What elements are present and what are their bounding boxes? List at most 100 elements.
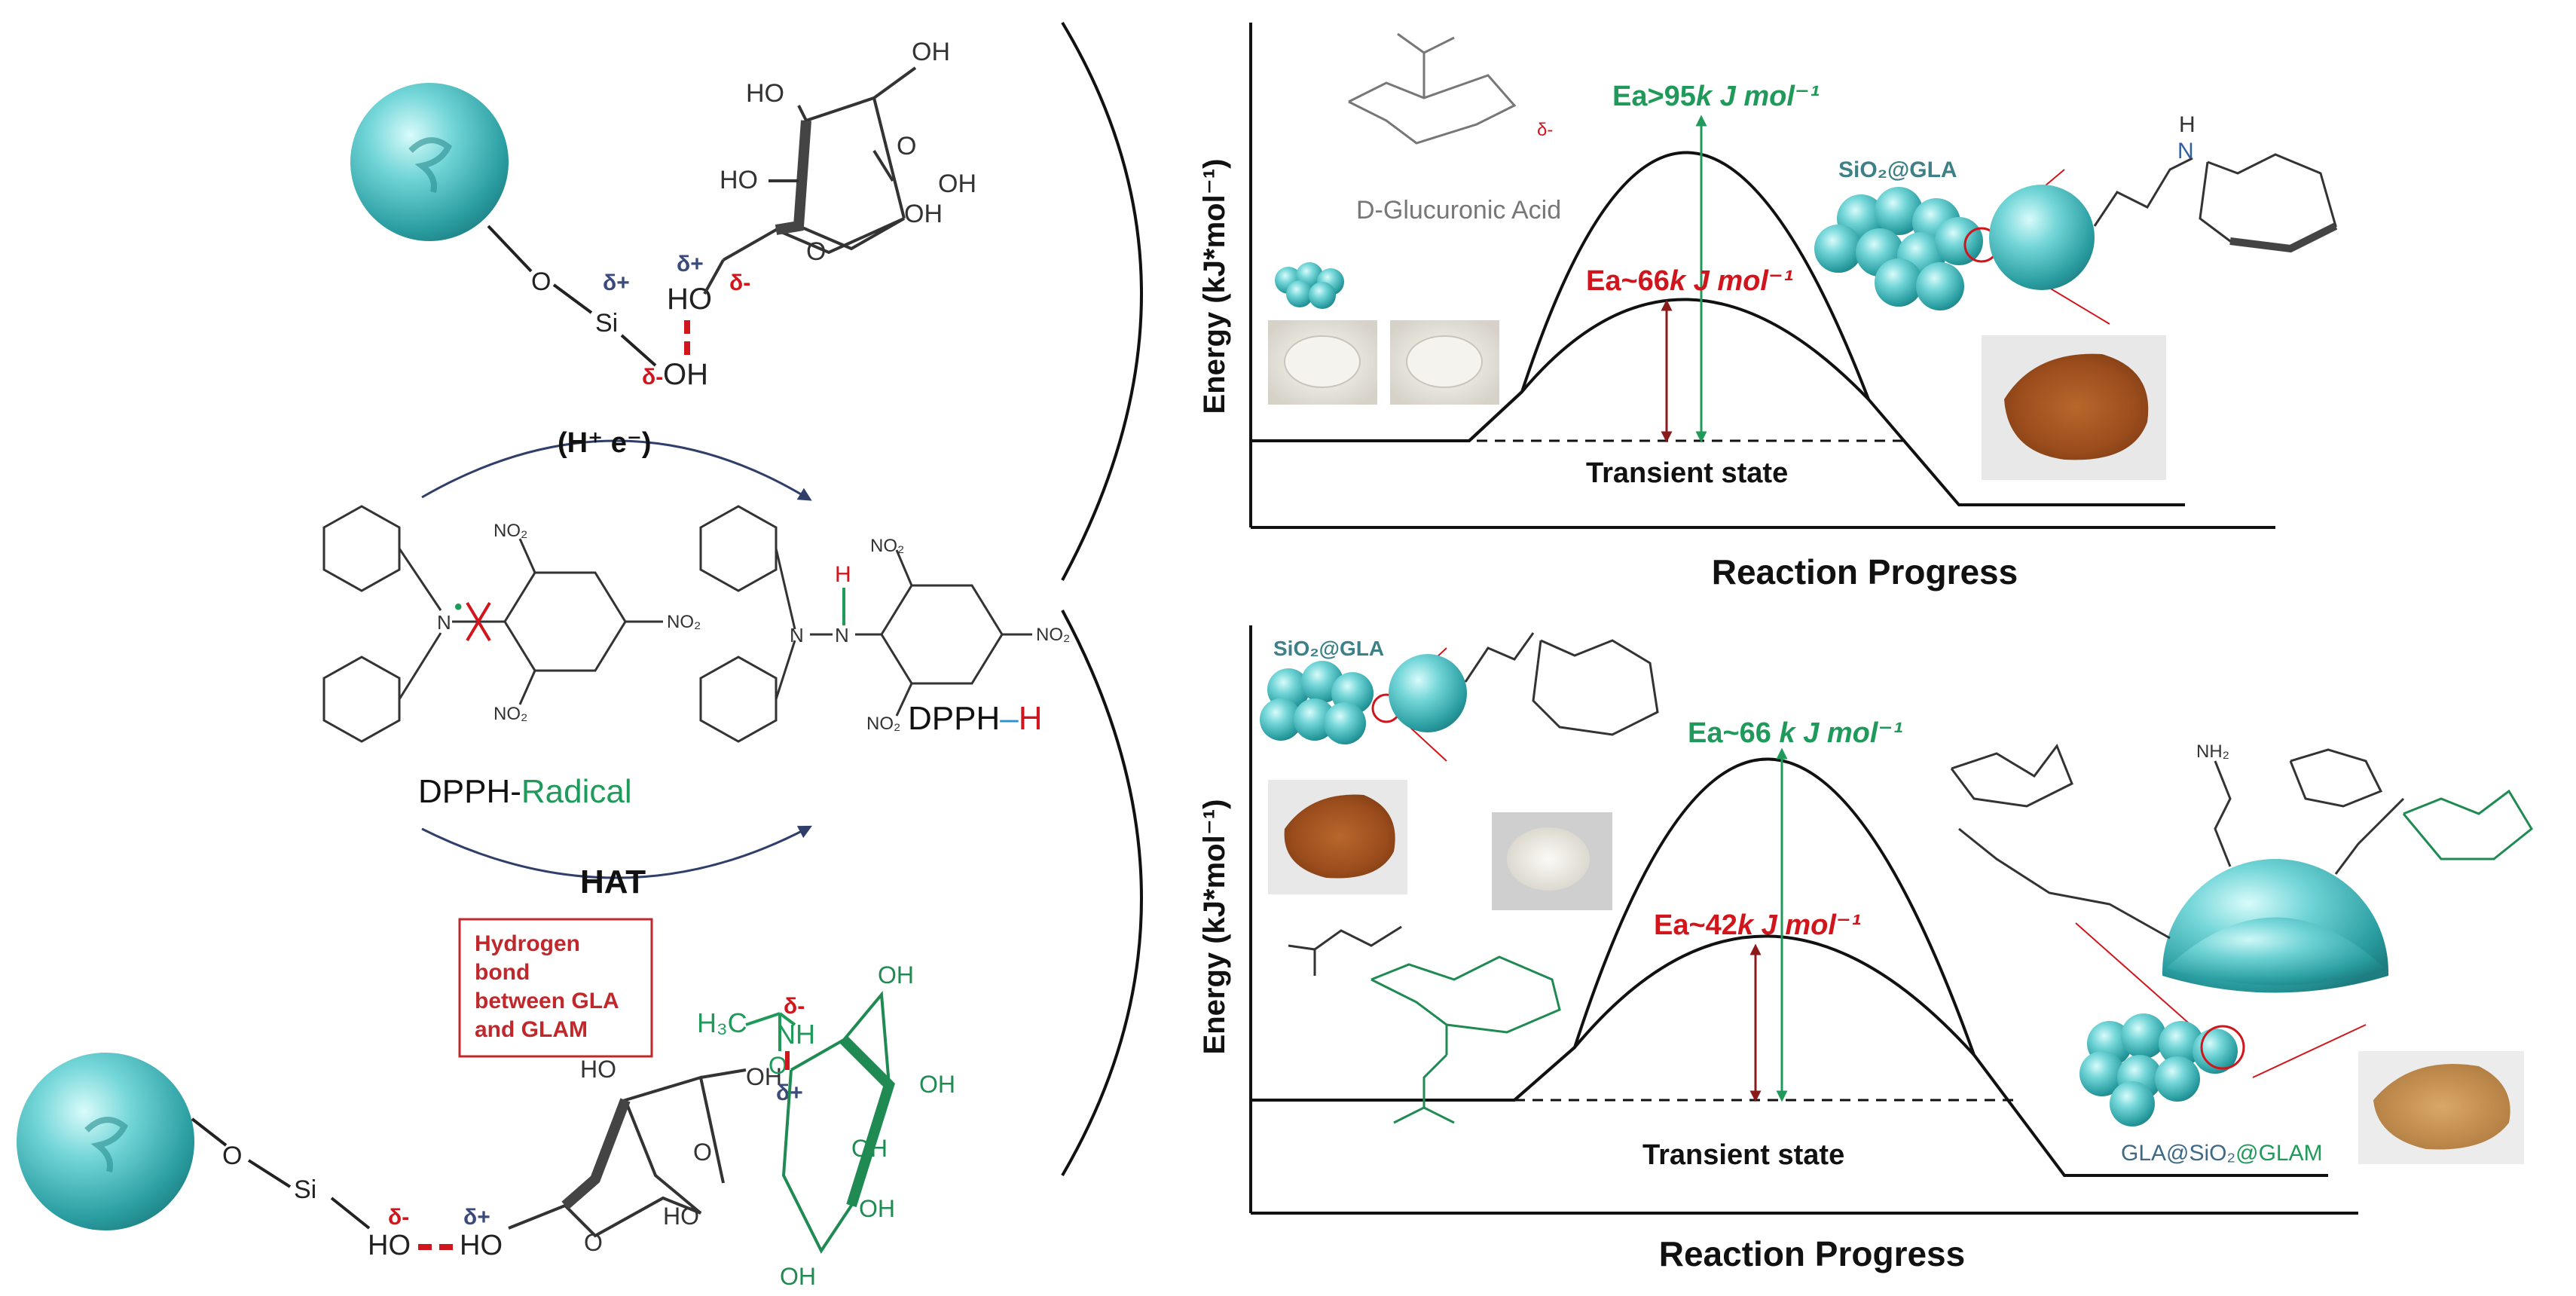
linker-chain xyxy=(1464,632,1535,683)
curve-high xyxy=(1251,757,2328,1177)
bond xyxy=(872,66,917,99)
radical-n-label: N xyxy=(437,611,451,634)
acetyl-o-label: O xyxy=(769,1052,787,1079)
gla-ring xyxy=(508,1075,725,1238)
product-h-label: H xyxy=(835,562,851,587)
hbond-box-line: Hydrogen xyxy=(475,931,580,956)
glam-ring-bold xyxy=(840,1036,895,1208)
nanoparticle-cluster xyxy=(1814,187,1983,310)
cooh-oh-label: HO xyxy=(663,1203,699,1230)
top-arrow-label: (H⁺ e⁻) xyxy=(558,427,652,459)
linker-n: N xyxy=(2177,139,2194,164)
ho-hbond-label: HO xyxy=(667,283,712,316)
nh-delta-minus: δ- xyxy=(784,994,805,1019)
zoom-line xyxy=(2075,922,2208,1041)
bond xyxy=(700,1068,747,1079)
ring-o-label: O xyxy=(584,1229,603,1256)
si-oh-label: OH xyxy=(663,358,708,391)
linker-chain xyxy=(2093,157,2193,227)
photo-tan-pile xyxy=(2373,1064,2510,1150)
bond xyxy=(247,1159,292,1188)
product-n2-label: N xyxy=(835,624,849,646)
bond xyxy=(620,334,657,367)
zoom-sphere xyxy=(1389,654,1467,732)
composite-bottom-label: GLA@SiO₂@GLAM xyxy=(2121,1141,2323,1166)
delta-plus-ho: δ+ xyxy=(677,252,704,277)
bond xyxy=(778,1012,796,1026)
ring-bold-edge xyxy=(561,1098,631,1210)
glam-oh: OH xyxy=(919,1071,955,1098)
energy-chart-bottom: Energy (kJ*mol⁻¹) Reaction Progress Ea~6… xyxy=(1198,625,2533,1273)
cooh-o-label: O xyxy=(897,132,916,160)
amine-label: NH₂ xyxy=(2196,741,2229,762)
ho-minus-label: HO xyxy=(368,1230,411,1261)
no2-label: NO₂ xyxy=(1036,625,1070,645)
ho-top-label: HO xyxy=(580,1056,616,1083)
delta-label: δ- xyxy=(1537,120,1553,140)
bond xyxy=(330,1197,371,1230)
hbond-box-line: between GLA xyxy=(475,989,619,1013)
bond xyxy=(872,149,894,182)
oh-top-label: OH xyxy=(912,38,950,66)
left-panel: O Si δ+ OH δ- HO δ+ δ- O HO HO OH O OH xyxy=(17,21,1143,1290)
small-cluster xyxy=(1275,262,1344,309)
photo-powder-pile xyxy=(1507,827,1590,891)
x-axis-label: Reaction Progress xyxy=(1659,1234,1965,1273)
y-axis-label: Energy (kJ*mol⁻¹) xyxy=(1198,799,1231,1055)
si-label: Si xyxy=(595,309,618,338)
delta-plus-label: δ+ xyxy=(463,1205,490,1230)
glam-ring-right xyxy=(2402,789,2533,860)
amine-chain xyxy=(2214,760,2232,867)
glam-linker-right xyxy=(2334,797,2405,875)
product-n1-label: N xyxy=(790,624,804,646)
ho-plus-label: HO xyxy=(460,1230,503,1261)
transient-state-label: Transient state xyxy=(1642,1139,1844,1171)
acetyl-label: H₃C xyxy=(697,1007,747,1038)
top-gla-structure: O Si δ+ OH δ- HO δ+ δ- O HO HO OH O OH xyxy=(350,38,976,391)
energy-chart-top: Energy (kJ*mol⁻¹) Reaction Progress Ea>9… xyxy=(1198,23,2338,591)
bond xyxy=(745,1012,781,1026)
bond xyxy=(797,105,808,121)
bond xyxy=(552,283,593,314)
delta-minus-label: δ- xyxy=(388,1205,409,1230)
ring-o-label: O xyxy=(806,237,826,266)
cooh-oh-label: OH xyxy=(904,200,943,228)
zoom-sphere xyxy=(1989,185,2095,290)
glam-molecule xyxy=(1371,955,1561,1124)
oh-ring-label: OH xyxy=(746,1063,782,1090)
radical-dot: • xyxy=(454,595,463,619)
sphere-swirl xyxy=(408,137,453,193)
nanoparticle-cluster xyxy=(1260,661,1374,744)
o-link-label: O xyxy=(531,267,551,296)
gla-linker-left xyxy=(1958,827,2171,940)
hat-label: HAT xyxy=(580,863,646,900)
x-axis-label: Reaction Progress xyxy=(1712,552,2018,591)
top-arc-arrow xyxy=(421,439,812,501)
dpph-h-label: DPPH–H xyxy=(908,700,1043,737)
separator-arc-bottom xyxy=(1061,610,1143,1177)
zoom-circle xyxy=(2200,1025,2245,1070)
delta-minus-oh: δ- xyxy=(642,365,663,390)
glam-oh: OH xyxy=(780,1263,816,1290)
composite-label: SiO₂@GLA xyxy=(1838,157,1957,182)
si-label: Si xyxy=(294,1175,316,1204)
no2-label: NO₂ xyxy=(870,536,904,556)
bond xyxy=(487,225,533,273)
bottom-arc-arrow xyxy=(421,825,812,879)
curve-high xyxy=(1251,151,2185,506)
ho-label-2: HO xyxy=(720,166,758,194)
glam-oh: OH xyxy=(851,1135,888,1162)
dpph-h-structure xyxy=(699,505,1032,743)
cooh-o-label: O xyxy=(693,1139,712,1166)
nh-label: NH xyxy=(776,1019,815,1050)
gla-ring-left xyxy=(1950,743,2073,808)
ho-ring-label: HO xyxy=(746,79,784,108)
ring-bold-edge xyxy=(2229,222,2338,253)
photo-powder-pile xyxy=(1406,335,1483,388)
no2-label: NO₂ xyxy=(494,704,527,724)
ea-red-label: Ea~42k J mol⁻¹ xyxy=(1654,909,1861,941)
oh-right-label: OH xyxy=(938,170,976,198)
molecule-name: D-Glucuronic Acid xyxy=(1356,196,1561,225)
composite-top-label: SiO₂@GLA xyxy=(1273,637,1384,660)
dpph-radical-structure xyxy=(322,505,663,743)
